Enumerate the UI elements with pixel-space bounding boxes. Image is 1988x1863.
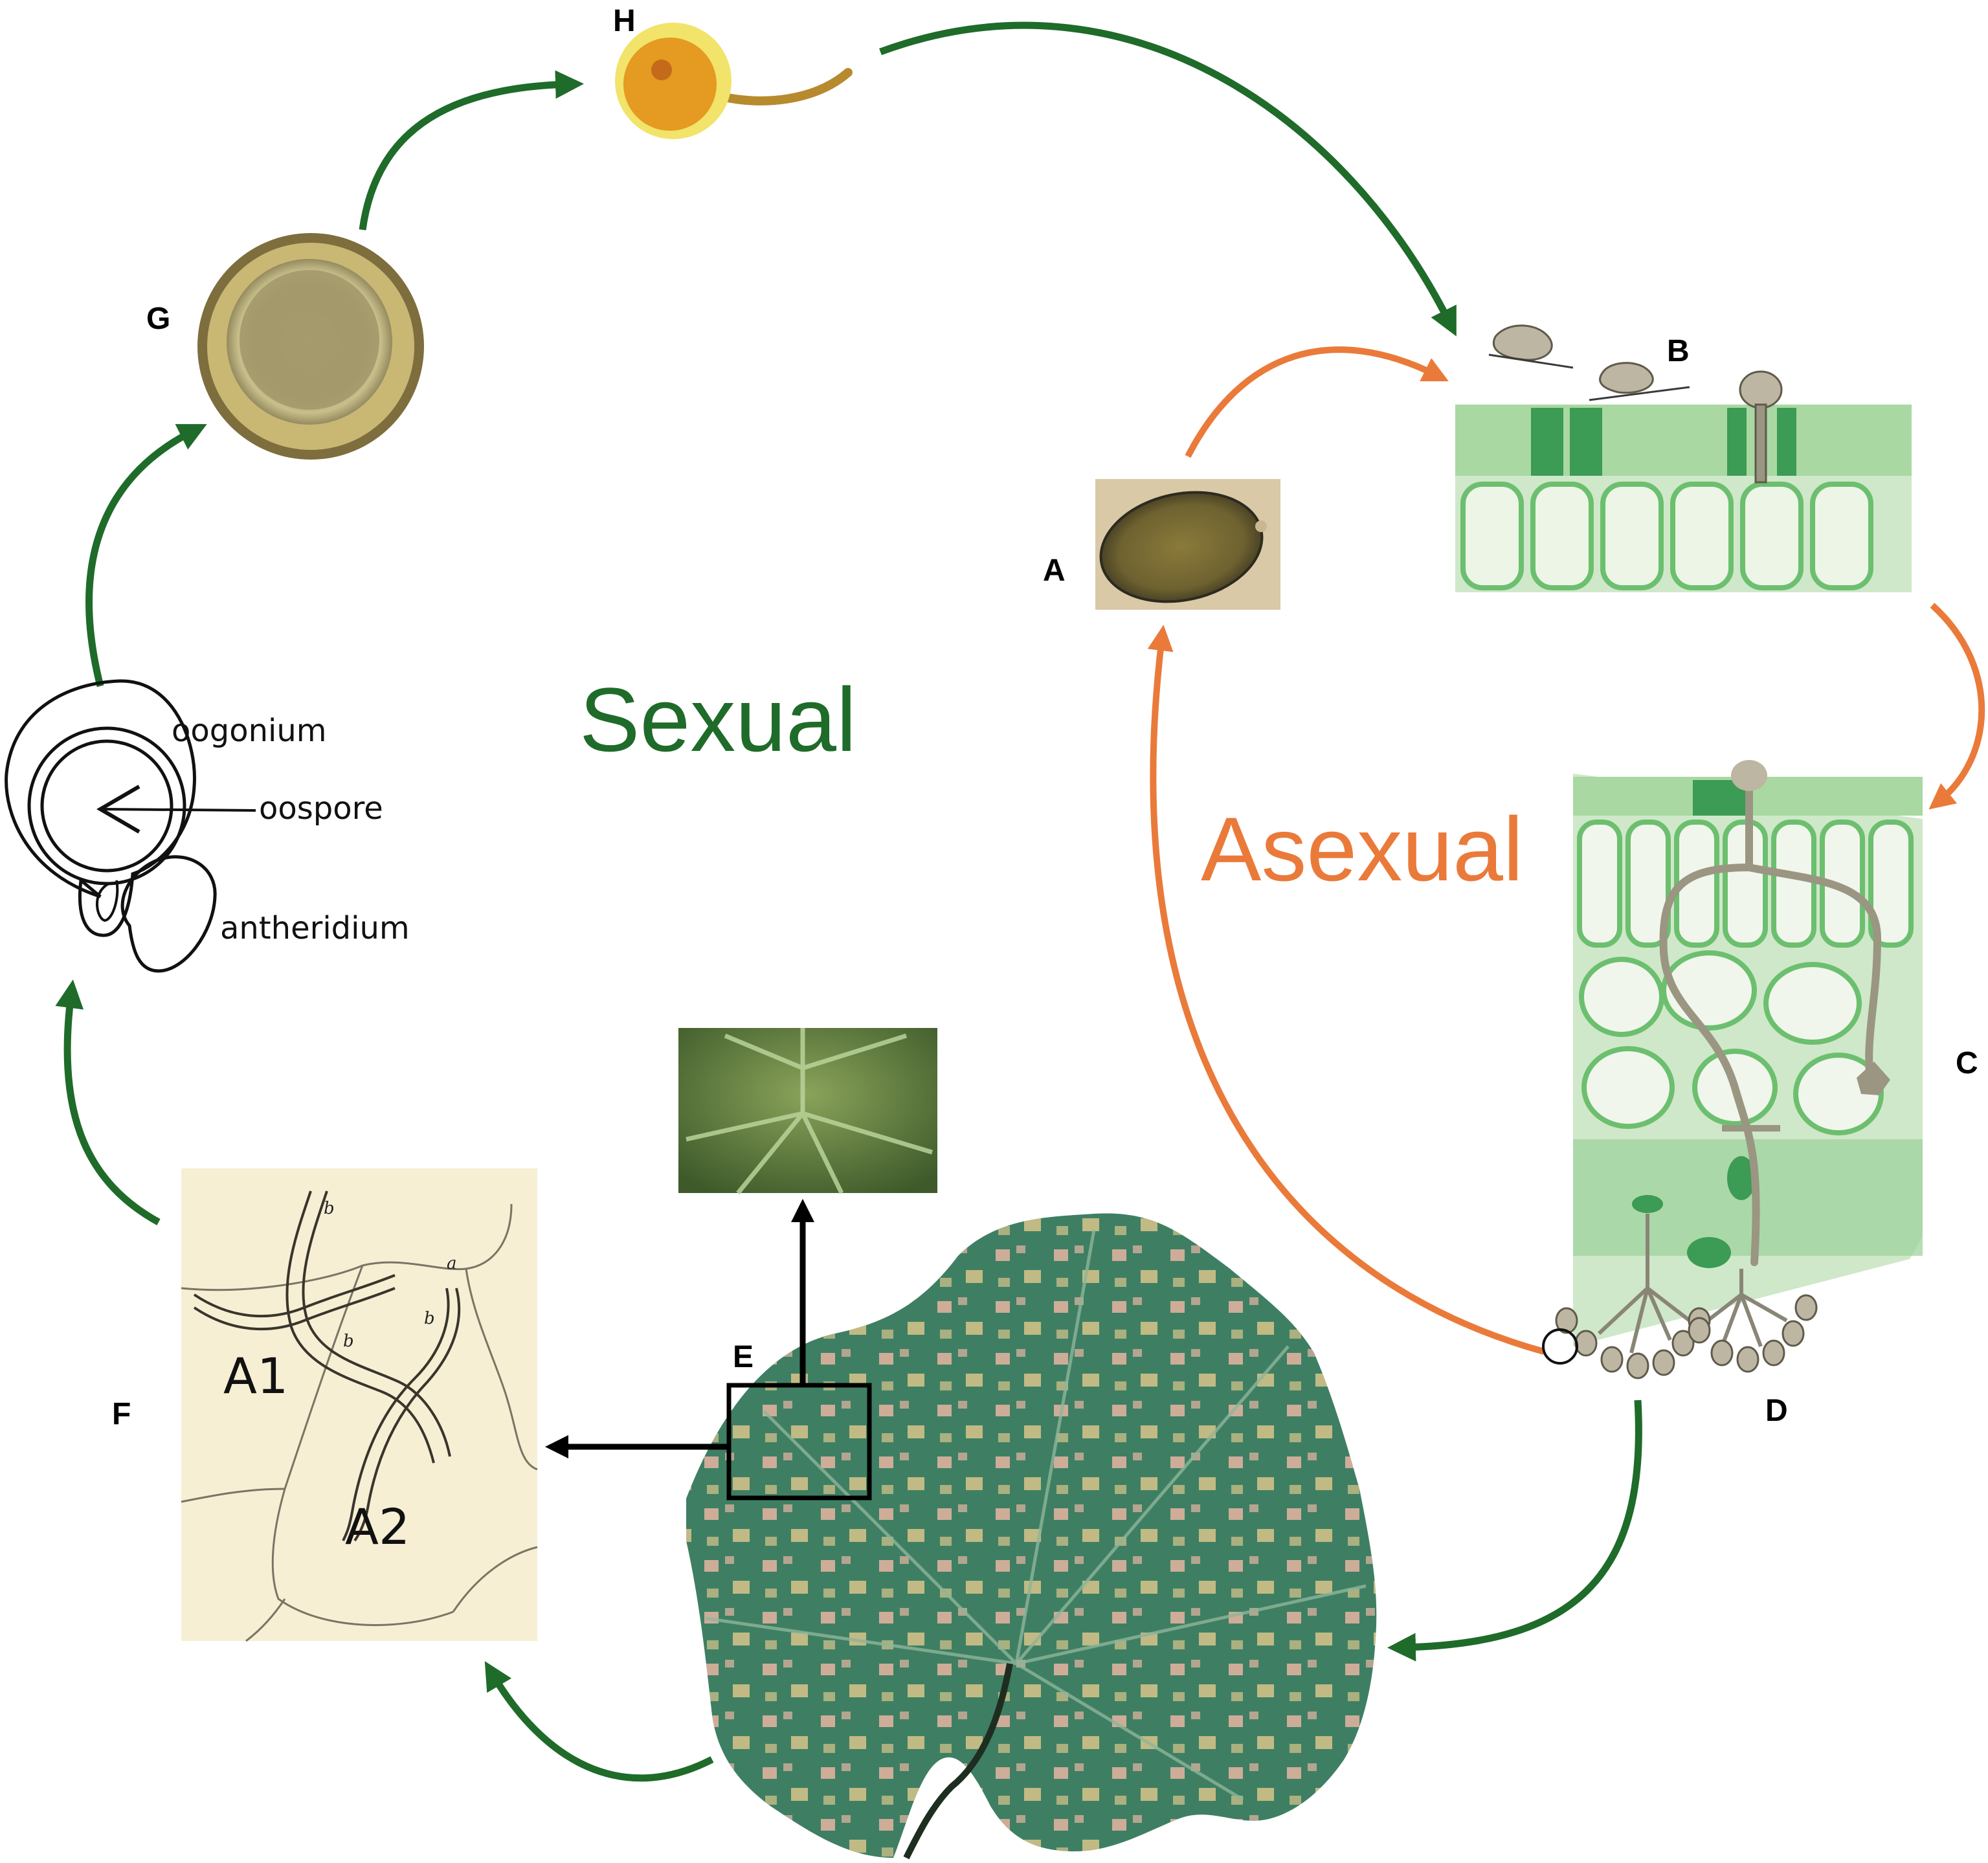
oospore-ring-outer xyxy=(27,726,186,886)
hyphae-label-a2: A2 xyxy=(345,1498,410,1556)
oospore-core xyxy=(240,270,379,410)
arrow-g-to-h xyxy=(359,70,584,230)
hyphal-junction xyxy=(1722,1125,1780,1132)
panel-h-germinating-spore xyxy=(615,23,853,139)
arrow-oospore-to-g xyxy=(85,424,207,687)
arrow-f-to-oospore xyxy=(55,979,161,1225)
hyphae-mark-b-2: b xyxy=(343,1332,354,1351)
panel-g-oospore-micrograph xyxy=(197,233,424,460)
panel-b-leaf-surface-infection xyxy=(1455,324,1912,592)
oospore-pointer-line xyxy=(102,808,256,812)
hyphae-mark-b-1: b xyxy=(324,1199,335,1218)
leaf-lesions xyxy=(686,1213,1377,1858)
sporangium-papilla xyxy=(1255,520,1267,532)
panel-label-b: B xyxy=(1667,334,1690,368)
panel-label-h: H xyxy=(613,4,636,38)
asexual-label: Asexual xyxy=(1201,798,1523,900)
stoma-left-2 xyxy=(1570,408,1602,476)
panel-label-a: A xyxy=(1043,553,1066,588)
arrow-d-to-a xyxy=(1147,625,1545,1355)
spore-2 xyxy=(1599,362,1654,394)
panel-d-sporangiophores xyxy=(1542,1214,1818,1379)
panel-label-c: C xyxy=(1956,1046,1978,1080)
arrow-a-to-b xyxy=(1185,346,1449,458)
leaf-underside-photo xyxy=(678,1028,937,1195)
oogonium-label: oogonium xyxy=(172,713,327,749)
spore-1 xyxy=(1493,324,1553,361)
oospore-schematic: oogonium oospore antheridium xyxy=(5,679,410,973)
asexual-cycle-arrows xyxy=(1147,346,1985,1355)
section-spongy-cells xyxy=(1579,950,1884,1135)
hyphae-mark-a: a xyxy=(447,1254,457,1273)
sexual-label: Sexual xyxy=(579,669,856,770)
arrow-b-to-c xyxy=(1928,603,1985,810)
antheridium-outline xyxy=(120,855,217,973)
zoom-box xyxy=(726,1383,872,1500)
intercellular-hypha xyxy=(1659,763,1882,1266)
hyphae xyxy=(193,1190,461,1542)
stoma-left xyxy=(1531,408,1563,476)
panel-label-f: F xyxy=(112,1397,131,1431)
zoospore-on-surface xyxy=(1731,760,1767,791)
palisade-cells xyxy=(1460,482,1873,590)
upper-epidermis xyxy=(1455,405,1912,476)
panel-a-sporangium-micrograph xyxy=(1095,479,1280,610)
panel-label-e: E xyxy=(733,1340,754,1374)
germ-tube xyxy=(714,68,853,106)
panel-e-infected-leaf xyxy=(545,1199,1377,1860)
panel-c-leaf-cross-section xyxy=(1573,760,1923,1346)
spore-tubes xyxy=(1488,353,1690,401)
spore-3 xyxy=(1739,370,1783,409)
landing-spores xyxy=(1493,324,1783,484)
germ-tube-entering xyxy=(1754,403,1767,484)
oogonium-inner-outline xyxy=(96,880,119,922)
drawing-paper xyxy=(181,1168,537,1641)
haustorium xyxy=(1857,1062,1890,1095)
arrow-leaf-to-f xyxy=(484,1661,714,1782)
stoma-right xyxy=(1727,408,1747,476)
leaf-veins xyxy=(705,1229,1367,1802)
panel-label-g: G xyxy=(146,302,170,336)
sporangiophore-branches xyxy=(1597,1214,1788,1354)
oospore-label: oospore xyxy=(259,790,383,827)
leaf-stem-tear xyxy=(903,1663,1013,1860)
sexual-cycle-arrows xyxy=(55,21,1642,1782)
spore-body xyxy=(623,38,717,131)
oogonium-outline xyxy=(5,679,196,937)
panel-f-hyphae-drawing: A1 A2 a b b b xyxy=(181,1168,538,1642)
cell-walls xyxy=(181,1203,538,1642)
highlight-circle xyxy=(1542,1328,1578,1365)
hyphae-mark-b-3: b xyxy=(424,1309,435,1328)
lower-stomata xyxy=(1632,1156,1756,1268)
oospore-pointer-head xyxy=(96,785,140,834)
oospore-ring-inner xyxy=(40,739,173,873)
hyphae-label-a1: A1 xyxy=(223,1347,288,1405)
sporangia-cluster xyxy=(1555,1294,1818,1379)
antheridium-label: antheridium xyxy=(220,910,410,946)
arrow-d-to-leaf xyxy=(1387,1400,1642,1662)
photo-background xyxy=(678,1028,937,1193)
panel-label-d: D xyxy=(1765,1394,1788,1428)
arrow-h-to-b xyxy=(879,21,1457,337)
photo-veins xyxy=(686,1028,933,1195)
spore-nucleus xyxy=(651,60,672,80)
stoma-right-2 xyxy=(1777,408,1796,476)
